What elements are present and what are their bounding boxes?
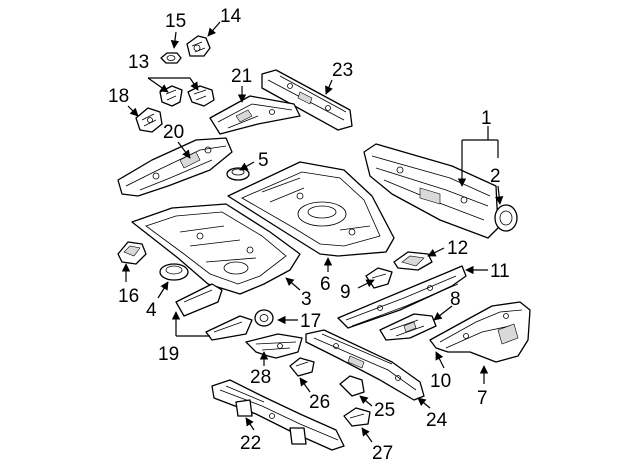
part-16-cover[interactable]	[117, 241, 147, 265]
part-18-bracket[interactable]	[135, 107, 163, 133]
callout-labels: 1 2 3 4 5 6 7 8 9 10 11 12 13 14 15 16 1…	[108, 6, 510, 464]
part-9-bracket[interactable]	[365, 267, 393, 289]
callout-2: 2	[490, 166, 501, 187]
part-22-crossmember[interactable]	[211, 379, 345, 451]
callout-27: 27	[372, 443, 393, 464]
callout-3: 3	[301, 289, 312, 310]
callout-4: 4	[146, 300, 157, 321]
callout-13: 13	[128, 52, 149, 73]
part-17-grommet[interactable]	[254, 309, 274, 327]
callout-19: 19	[158, 344, 179, 365]
leader-lines	[121, 21, 504, 443]
callout-11: 11	[490, 261, 510, 282]
callout-12: 12	[447, 238, 468, 259]
callout-17: 17	[300, 311, 321, 332]
part-23-rail[interactable]	[261, 69, 353, 131]
callout-18: 18	[108, 86, 129, 107]
part-26-bracket[interactable]	[289, 357, 315, 377]
part-12-plate[interactable]	[393, 251, 433, 271]
part-3-front-floor-pan[interactable]	[131, 203, 301, 295]
callout-22: 22	[240, 433, 261, 454]
part-1-rear-panel[interactable]	[363, 143, 499, 239]
part-27-plate[interactable]	[343, 407, 371, 427]
part-5-plug[interactable]	[226, 167, 250, 181]
callout-6: 6	[320, 274, 331, 295]
callout-7: 7	[477, 388, 488, 409]
part-7-10-side-member[interactable]	[429, 301, 531, 363]
callout-10: 10	[430, 371, 451, 392]
callout-9: 9	[340, 282, 351, 303]
callout-26: 26	[309, 392, 330, 413]
part-8-bracket[interactable]	[379, 313, 437, 341]
part-2-grommet[interactable]	[494, 204, 518, 232]
callout-16: 16	[118, 286, 139, 307]
callout-28: 28	[250, 367, 271, 388]
part-14-bracket[interactable]	[186, 35, 211, 57]
callout-1: 1	[481, 108, 492, 129]
part-19-brackets[interactable]	[175, 283, 253, 341]
part-15-nut[interactable]	[160, 52, 182, 64]
callout-24: 24	[426, 410, 448, 431]
callout-23: 23	[332, 60, 353, 81]
part-4-plug[interactable]	[159, 263, 189, 281]
part-24-center-member[interactable]	[305, 329, 425, 401]
callout-5: 5	[258, 150, 269, 171]
part-20-crossmember[interactable]	[117, 137, 233, 197]
callout-8: 8	[450, 289, 461, 310]
part-13-brackets[interactable]	[159, 85, 215, 107]
part-6-rear-floor-pan[interactable]	[227, 161, 395, 257]
callout-15: 15	[165, 11, 186, 32]
callout-25: 25	[374, 400, 395, 421]
callout-14: 14	[220, 6, 242, 27]
part-25-plate[interactable]	[339, 375, 365, 397]
part-21-rail[interactable]	[209, 95, 301, 135]
callout-20: 20	[163, 122, 184, 143]
part-28-bracket[interactable]	[245, 333, 303, 359]
callout-21: 21	[231, 66, 252, 87]
part-11-side-rail[interactable]	[337, 265, 467, 329]
